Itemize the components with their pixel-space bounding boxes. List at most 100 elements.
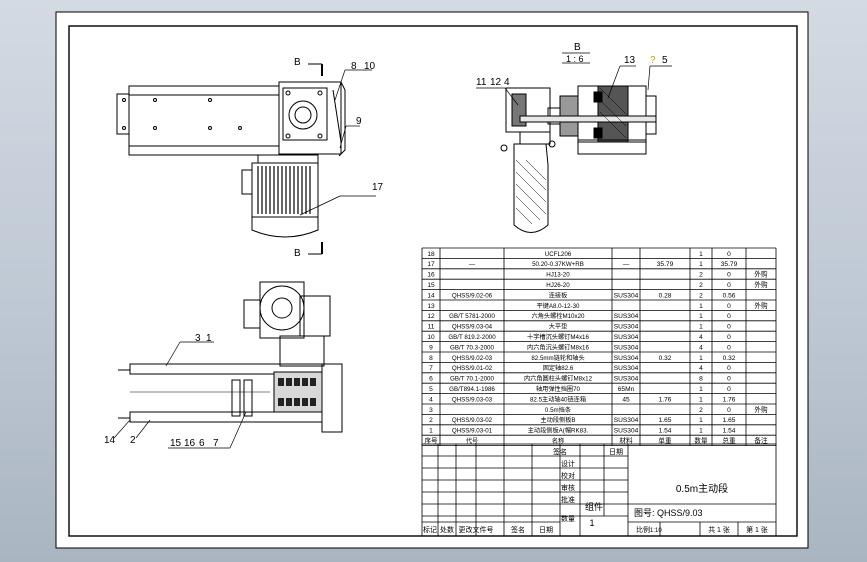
bom-cell-tw: 0 — [727, 324, 731, 331]
bom-cell-note: 外购 — [754, 405, 768, 414]
bom-cell-tw: 0 — [727, 282, 731, 289]
tb-role-design: 设计 — [561, 459, 575, 468]
bom-cell-tw: 1.54 — [723, 428, 736, 435]
bom-cell-code: QHSS/9.02-06 — [452, 292, 493, 299]
bom-cell-name: 连接板 — [549, 291, 568, 299]
tb-date-header: 日期 — [609, 448, 623, 456]
tb-sheets-total: 共 1 张 — [708, 525, 730, 534]
callout-7: 7 — [213, 438, 219, 449]
tb-role-check: 校对 — [561, 471, 575, 480]
bom-cell-w: 1.76 — [659, 396, 672, 403]
bom-cell-no: 17 — [427, 261, 435, 268]
bom-cell-w: 1.65 — [659, 417, 672, 424]
callout-16: 16 — [184, 438, 196, 449]
callout-4: 4 — [504, 77, 510, 88]
bom-cell-qty: 1 — [699, 428, 703, 435]
bom-header-mat: 材料 — [619, 436, 633, 445]
bom-cell-tw: 1.65 — [723, 417, 736, 424]
bom-cell-tw: 0 — [727, 303, 731, 310]
bom-cell-w: 35.79 — [657, 261, 674, 268]
tb-rev-doc: 更改文件号 — [459, 525, 494, 534]
bom-cell-name: 主动段侧板A(帽RK83. — [528, 427, 589, 435]
callout-13: 13 — [624, 55, 636, 66]
tb-sheet-no: 第 1 张 — [746, 525, 768, 534]
tb-qty-label: 数量 — [561, 514, 575, 523]
bom-cell-code: — — [469, 261, 476, 268]
bom-cell-qty: 2 — [699, 292, 703, 299]
bom-cell-no: 12 — [427, 313, 435, 320]
bom-cell-qty: 2 — [699, 282, 703, 289]
bom-cell-tw: 0 — [727, 376, 731, 383]
bom-cell-code: GB/T 5781-2000 — [449, 313, 495, 320]
bom-cell-no: 7 — [429, 365, 433, 372]
bom-cell-w: 0.28 — [659, 292, 672, 299]
tb-drawing-name: 0.5m主动段 — [676, 482, 728, 495]
bom-cell-name: 主动段侧板B — [540, 416, 575, 424]
callout-question: ? — [650, 55, 656, 66]
bom-cell-name: 82.5mm链轮和轴头 — [531, 354, 584, 362]
bom-cell-name: 50.20-0.37KW+RB — [532, 261, 584, 268]
bom-cell-name: 内六角沉头螺钉M8x16 — [527, 343, 589, 351]
section-mark-bottom: B — [294, 248, 301, 259]
bom-cell-code: GB/T 70.1-2000 — [450, 376, 494, 383]
bom-cell-qty: 1 — [699, 417, 703, 424]
bom-cell-w: 0.32 — [659, 355, 672, 362]
bom-cell-name: 82.5主动轴40链连箱 — [530, 395, 586, 403]
tb-rev-sign: 签名 — [511, 525, 525, 534]
bom-header-qty: 数量 — [694, 436, 708, 445]
callout-17: 17 — [372, 182, 384, 193]
bom-cell-qty: 8 — [699, 376, 703, 383]
tb-rev-date: 日期 — [539, 526, 553, 534]
bom-cell-mat: SUS304 — [614, 365, 639, 372]
callout-10: 10 — [364, 61, 376, 72]
section-view-label: B — [574, 42, 581, 53]
callout-labels: B B 8 10 9 17 B 1 : 6 11 12 4 13 ? 5 3 1… — [104, 42, 668, 449]
bom-cell-mat: SUS304 — [614, 344, 639, 351]
bom-cell-no: 15 — [427, 282, 435, 289]
bom-cell-qty: 2 — [699, 272, 703, 279]
tb-unit: 组件 — [585, 501, 603, 512]
bom-cell-no: 5 — [429, 386, 433, 393]
bom-cell-qty: 4 — [699, 365, 703, 372]
bom-cell-no: 16 — [427, 272, 435, 279]
callout-2: 2 — [130, 435, 136, 446]
bom-header-name: 名称 — [552, 437, 564, 445]
tb-role-review: 审核 — [561, 483, 575, 492]
bom-cell-tw: 1.76 — [723, 396, 736, 403]
bom-cell-tw: 0 — [727, 272, 731, 279]
bom-cell-code: QHSS/9.03-04 — [452, 324, 493, 331]
bom-cell-mat: — — [623, 261, 630, 268]
bom-cell-qty: 4 — [699, 344, 703, 351]
bom-cell-qty: 1 — [699, 303, 703, 310]
bom-cell-name: 固定轴82.6 — [543, 364, 574, 372]
bom-cell-no: 11 — [428, 324, 435, 331]
bom-cell-tw: 0 — [727, 313, 731, 320]
section-mark-top: B — [294, 57, 301, 68]
tb-scale-label: 比例 — [636, 525, 650, 534]
bom-cell-mat: SUS304 — [614, 313, 639, 320]
callout-11: 11 — [476, 77, 487, 88]
bom-header-note: 备注 — [754, 436, 768, 445]
tb-role-approve: 批准 — [561, 495, 575, 504]
bom-cell-mat: SUS304 — [614, 428, 639, 435]
bom-cell-name: 平键A8.0-12-30 — [537, 302, 581, 310]
bom-cell-qty: 1 — [699, 261, 703, 268]
bom-cell-no: 13 — [427, 303, 435, 310]
bom-cell-qty: 1 — [699, 386, 703, 393]
bom-cell-mat: 65Mn — [618, 386, 635, 393]
paper-border — [55, 11, 809, 549]
callout-5: 5 — [662, 55, 668, 66]
tb-scale-value: 1:10 — [650, 528, 662, 534]
tb-rev-mark: 标记 — [423, 525, 437, 534]
bom-cell-note: 外购 — [754, 301, 768, 310]
bom-header-code: 代号 — [466, 437, 478, 445]
bom-cell-mat: SUS304 — [614, 292, 639, 299]
bom-cell-mat: SUS304 — [614, 376, 639, 383]
bom-cell-no: 6 — [429, 376, 433, 383]
bom-cell-code: QHSS/9.01-02 — [452, 365, 493, 372]
bom-cell-name: HJ26-20 — [546, 282, 570, 289]
bom-cell-tw: 0 — [727, 365, 731, 372]
bom-cell-mat: SUS304 — [614, 417, 639, 424]
